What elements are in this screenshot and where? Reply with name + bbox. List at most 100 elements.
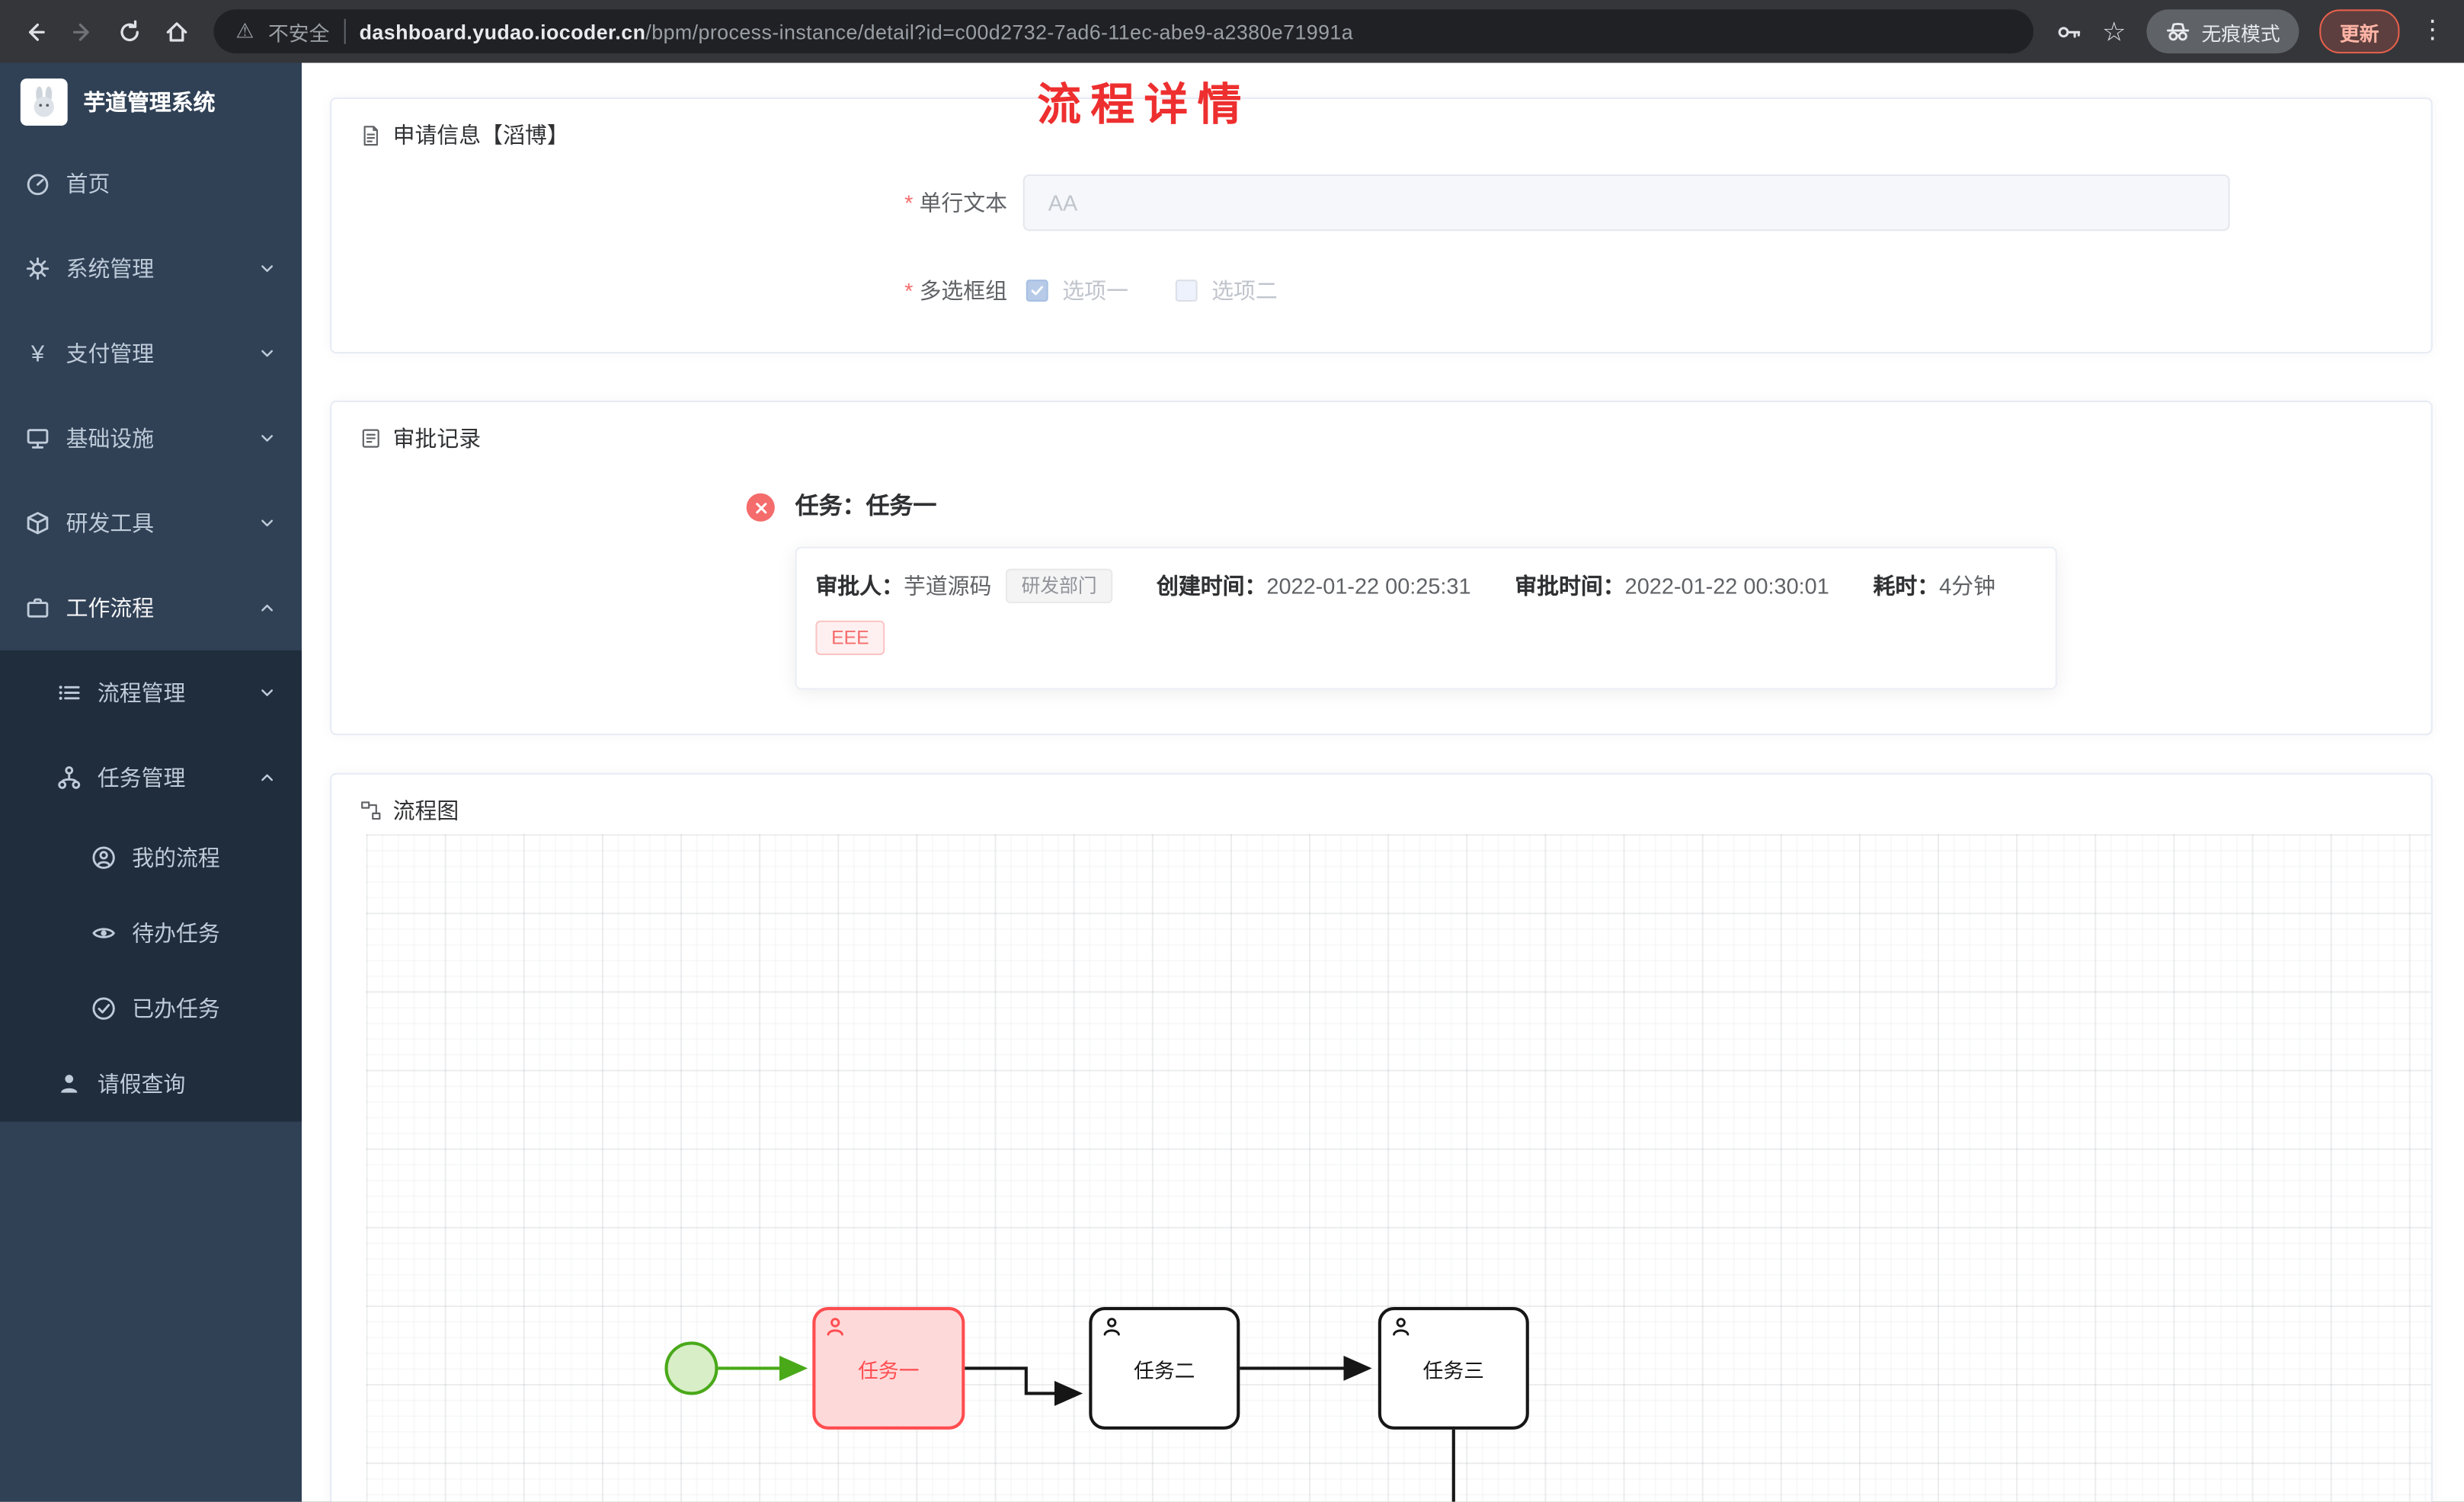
forward-icon [72, 22, 88, 40]
apply-info-card-header: 申请信息【滔博】 [331, 99, 2431, 160]
task-label: 任务二 [1134, 1358, 1195, 1382]
user-task-icon [1103, 1318, 1120, 1336]
main-content: 流程详情 申请信息【滔博】 *单行文本 *多选框组 选项一 选项二 [302, 62, 2464, 1502]
sidebar-item-home[interactable]: 首页 [0, 142, 302, 226]
forward-button[interactable] [59, 9, 104, 53]
user-circle-icon [92, 846, 115, 869]
sidebar-item-payment[interactable]: ¥ 支付管理 [0, 311, 302, 395]
approval-record-title: 审批记录 [392, 425, 482, 451]
app-logo: 芋道管理系统 [0, 63, 302, 142]
checkbox-label: 选项二 [1211, 278, 1278, 304]
sidebar-item-system[interactable]: 系统管理 [0, 226, 302, 311]
approver-name: 芋道源码 [903, 573, 992, 599]
monitor-icon [27, 429, 49, 449]
user-task-icon [827, 1318, 843, 1336]
chevron-down-icon [261, 350, 274, 357]
sidebar-item-done-task[interactable]: 已办任务 [0, 971, 302, 1047]
home-button[interactable] [154, 9, 198, 53]
chevron-down-icon [261, 265, 274, 273]
page-title: 流程详情 [1037, 80, 1251, 129]
url-domain: dashboard.yudao.iocoder.cn [359, 19, 646, 43]
bpmn-connections [718, 1355, 1455, 1502]
approve-time-label: 审批时间： [1515, 573, 1625, 599]
user-task-icon [1393, 1318, 1410, 1336]
back-icon [27, 22, 44, 40]
key-icon [2057, 26, 2080, 37]
sidebar-item-workflow[interactable]: 工作流程 [0, 566, 302, 650]
single-line-text-input[interactable] [1022, 174, 2230, 232]
approve-time-field: 审批时间： 2022-01-22 00:30:01 [1515, 570, 1829, 602]
menu-dots-button[interactable]: ⋮ [2420, 17, 2446, 44]
comment-tag: EEE [815, 620, 885, 656]
browser-chrome: ⚠ 不安全 dashboard.yudao.iocoder.cn/bpm/pro… [0, 0, 2464, 63]
address-bar[interactable]: ⚠ 不安全 dashboard.yudao.iocoder.cn/bpm/pro… [213, 9, 2034, 54]
diagram-icon [361, 801, 381, 820]
task-node-3[interactable]: 任务三 [1378, 1307, 1529, 1430]
password-key-button[interactable] [2055, 18, 2082, 45]
cube-icon [27, 512, 49, 535]
sidebar-item-my-process[interactable]: 我的流程 [0, 820, 302, 896]
sidebar-item-task-mgmt[interactable]: 任务管理 [0, 735, 302, 820]
chevron-down-icon [261, 689, 274, 696]
dashboard-icon [27, 174, 49, 196]
briefcase-icon [27, 598, 49, 618]
checkbox-option-1[interactable]: 选项一 [1026, 275, 1128, 306]
sidebar-item-devtools[interactable]: 研发工具 [0, 481, 302, 565]
start-event-node[interactable] [664, 1341, 718, 1395]
check-circle-icon [92, 997, 115, 1020]
chevron-down-icon [261, 435, 274, 442]
reload-icon [120, 19, 138, 41]
chrome-actions: ☆ 无痕模式 更新 ⋮ [2049, 9, 2452, 54]
task-node-1[interactable]: 任务一 [812, 1307, 965, 1430]
document-icon [363, 125, 378, 145]
process-diagram-card: 流程图 任务一 [330, 772, 2433, 1502]
url-path: /bpm/process-instance/detail?id=c00d2732… [645, 19, 1354, 43]
chevron-up-icon [261, 774, 274, 781]
yen-icon: ¥ [30, 340, 45, 367]
field-label-checkbox-group: *多选框组 [904, 278, 1008, 304]
home-icon [165, 21, 187, 41]
required-asterisk: * [904, 190, 914, 216]
record-icon [362, 429, 379, 448]
app-logo-icon [20, 78, 68, 126]
bookmark-button[interactable]: ☆ [2102, 16, 2126, 46]
not-secure-label: 不安全 [267, 21, 330, 45]
approval-record-card: 审批记录 任务：任务一 审批人： 芋道源码 研发部门 创建时间： 2022-01… [330, 400, 2433, 736]
incognito-badge: 无痕模式 [2146, 9, 2299, 54]
gear-icon [26, 257, 50, 280]
create-time-label: 创建时间： [1157, 573, 1267, 599]
apply-info-card: 申请信息【滔博】 *单行文本 *多选框组 选项一 选项二 [330, 97, 2433, 354]
back-button[interactable] [13, 9, 57, 53]
process-diagram-title: 流程图 [392, 797, 459, 823]
checkbox-group: 选项一 选项二 [1026, 262, 1278, 318]
apply-info-title: 申请信息【滔博】 [392, 122, 569, 148]
checkbox-option-2[interactable]: 选项二 [1175, 275, 1278, 306]
approver-field: 审批人： 芋道源码 研发部门 [815, 568, 1113, 603]
reload-button[interactable] [107, 9, 151, 53]
fork-icon [58, 766, 81, 789]
dept-tag: 研发部门 [1006, 568, 1113, 603]
checkbox-label: 选项一 [1062, 278, 1128, 304]
bpmn-canvas[interactable]: 任务一 任务二 任务三 [366, 834, 2431, 1502]
duration-label: 耗时： [1873, 573, 1940, 599]
sidebar-item-infra[interactable]: 基础设施 [0, 396, 302, 481]
sidebar-item-process-mgmt[interactable]: 流程管理 [0, 650, 302, 735]
task-label: 任务一 [858, 1358, 920, 1382]
incognito-icon [2166, 23, 2190, 41]
sidebar: 芋道管理系统 首页 系统管理 ¥ 支付管理 基础设施 研发工具 工作 [0, 62, 302, 1502]
approval-record-card-header: 审批记录 [331, 402, 2431, 463]
checkbox-checked-icon [1026, 280, 1048, 302]
omnibox-divider [344, 18, 346, 44]
approval-detail-card: 审批人： 芋道源码 研发部门 创建时间： 2022-01-22 00:25:31… [795, 546, 2057, 690]
task-rejected-status-icon [746, 493, 775, 522]
create-time-value: 2022-01-22 00:25:31 [1266, 573, 1471, 599]
user-icon [61, 1075, 78, 1093]
approval-detail-row: 审批人： 芋道源码 研发部门 创建时间： 2022-01-22 00:25:31… [815, 568, 2037, 603]
sidebar-item-todo-task[interactable]: 待办任务 [0, 896, 302, 971]
update-chrome-button[interactable]: 更新 [2319, 9, 2400, 54]
list-icon [59, 685, 80, 700]
task-node-2[interactable]: 任务二 [1089, 1307, 1240, 1430]
approver-label: 审批人： [815, 573, 904, 599]
sidebar-item-leave-query[interactable]: 请假查询 [0, 1047, 302, 1122]
